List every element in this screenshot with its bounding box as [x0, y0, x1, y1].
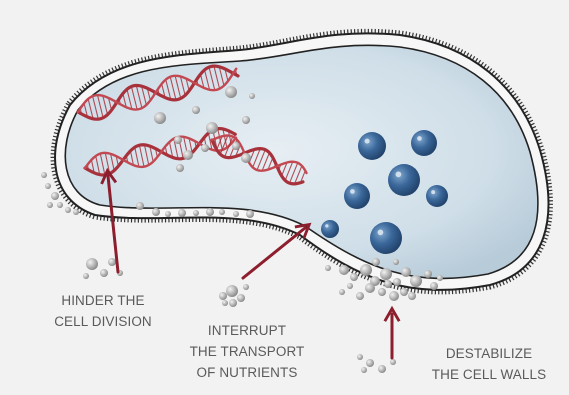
cell-cytoplasm [65, 45, 538, 278]
label-line: THE CELL WALLS [410, 364, 568, 385]
label-hinder-cell-division: HINDER THE CELL DIVISION [28, 290, 178, 332]
label-line: DESTABILIZE [410, 343, 568, 364]
label-line: INTERRUPT [172, 320, 322, 341]
label-interrupt-transport: INTERRUPT THE TRANSPORT OF NUTRIENTS [172, 320, 322, 383]
label-line: OF NUTRIENTS [172, 362, 322, 383]
label-line: HINDER THE [28, 290, 178, 311]
label-destabilize-cell-walls: DESTABILIZE THE CELL WALLS [410, 343, 568, 385]
arrow-up-right-icon [243, 228, 305, 278]
label-line: CELL DIVISION [28, 311, 178, 332]
label-line: THE TRANSPORT [172, 341, 322, 362]
